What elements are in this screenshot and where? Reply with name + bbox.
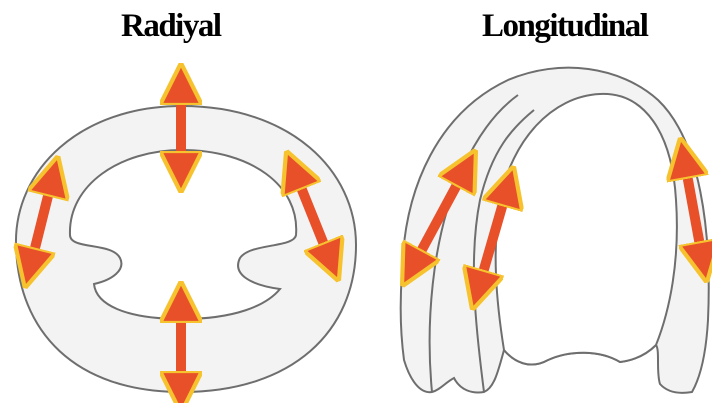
longitudinal-diagram: [401, 68, 709, 393]
radial-diagram: [16, 84, 356, 392]
radial-inner-cavity: [70, 150, 296, 319]
